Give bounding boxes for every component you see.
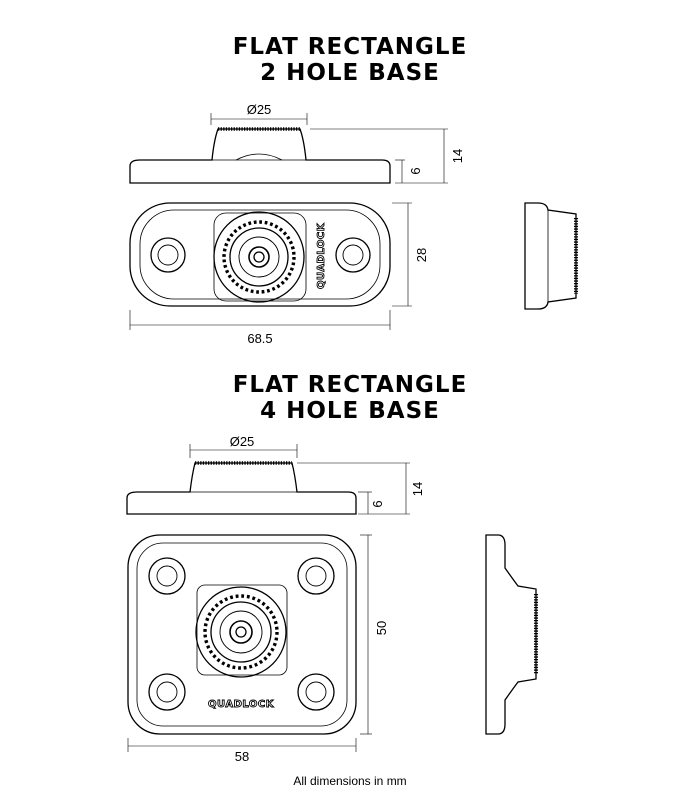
- section-2-drawings: QUADLOCK Ø25 14 6 50 58: [126, 434, 538, 764]
- footnote: All dimensions in mm: [293, 774, 407, 788]
- section-1-title-line-1: FLAT RECTANGLE: [232, 34, 468, 60]
- section-1-base-plate: [129, 202, 391, 307]
- mounting-hole-bottom-left: [148, 673, 186, 711]
- section-1-gear-mount: [213, 211, 305, 303]
- section-1-title: FLAT RECTANGLE 2 HOLE BASE: [0, 34, 700, 86]
- section-2-height-total-label: 14: [410, 482, 425, 496]
- section-2-diameter-label: Ø25: [230, 434, 255, 449]
- mounting-hole-top-left: [148, 557, 186, 595]
- section-1-height-base-label: 6: [408, 167, 423, 174]
- mounting-hole-top-right: [297, 557, 335, 595]
- section-2-side-view: [126, 461, 357, 515]
- section-2-title-line-2: 4 HOLE BASE: [260, 398, 440, 424]
- section-2-gear-mount: [195, 586, 287, 678]
- section-1-logo: QUADLOCK: [316, 222, 327, 289]
- section-1-diameter-label: Ø25: [247, 102, 272, 117]
- section-1-depth-label: 28: [414, 248, 429, 262]
- section-2-title: FLAT RECTANGLE 4 HOLE BASE: [0, 372, 700, 424]
- section-2-base-plate: [127, 534, 357, 735]
- section-1-profile-view: [524, 202, 578, 310]
- section-2-height-base-label: 6: [370, 500, 385, 507]
- section-2-depth-label: 50: [374, 621, 389, 635]
- section-1-side-view: [129, 127, 391, 184]
- section-1-width-label: 68.5: [247, 331, 272, 346]
- section-1-height-total-label: 14: [450, 149, 465, 163]
- mounting-hole-left: [150, 237, 186, 273]
- section-1-title-line-2: 2 HOLE BASE: [260, 60, 440, 86]
- section-1-dimensions: [129, 113, 448, 330]
- section-2-title-line-1: FLAT RECTANGLE: [232, 372, 468, 398]
- section-2-logo: QUADLOCK: [208, 699, 275, 710]
- mounting-hole-right: [335, 237, 371, 273]
- section-1-drawings: QUADLOCK Ø25 14 6 28 68.5: [129, 102, 578, 346]
- mounting-hole-bottom-right: [297, 673, 335, 711]
- section-2-profile-view: [485, 534, 538, 735]
- section-2-dimensions: [127, 444, 410, 752]
- section-2-width-label: 58: [235, 749, 249, 764]
